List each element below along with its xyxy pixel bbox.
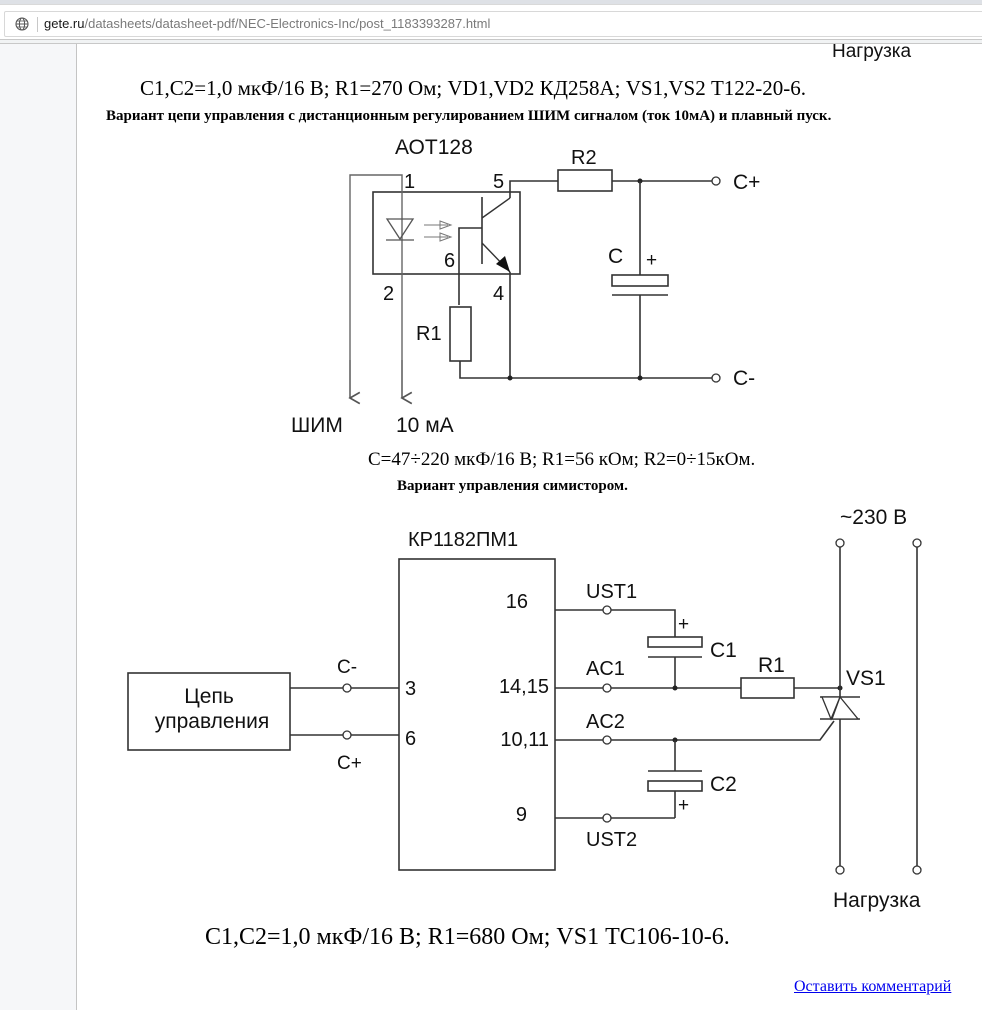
pin-5-label: 5 — [493, 171, 504, 193]
c1-plus-label: + — [678, 614, 689, 635]
ac1-terminal — [602, 683, 612, 693]
phototransistor-icon — [458, 197, 511, 305]
control-block-line2: управления — [155, 710, 270, 733]
section2-specs: C=47÷220 мкФ/16 В; R1=56 кОм; R2=0÷15кОм… — [368, 449, 756, 470]
page-content: C1,C2=1,0 мкФ/16 В; R1=270 Ом; VD1,VD2 К… — [77, 44, 982, 1010]
in-minus-label: C- — [337, 657, 357, 678]
section3-heading: Вариант управления симистором. — [397, 478, 628, 494]
mains-terminal-left — [835, 538, 845, 548]
ic-pin-3: 3 — [405, 678, 416, 700]
toolbar-divider — [0, 40, 982, 44]
pwm-label: ШИМ — [291, 414, 343, 437]
out-minus-terminal — [711, 373, 721, 383]
mains-terminal-right — [912, 538, 922, 548]
ust2-terminal — [602, 813, 612, 823]
capacitor-c — [611, 274, 669, 287]
in-plus-label: C+ — [337, 753, 362, 774]
cap-plus-label: + — [646, 250, 657, 271]
c2-plus-label: + — [678, 795, 689, 816]
control-circuit-block — [127, 672, 291, 751]
ac2-terminal — [602, 735, 612, 745]
capacitor-c1 — [647, 636, 703, 648]
out-plus-label: C+ — [733, 171, 760, 194]
pin-1-label: 1 — [404, 171, 415, 193]
schematics-figure: Нагрузка АОТ128 — [127, 44, 922, 912]
in-plus-terminal — [342, 730, 352, 740]
load-label: Нагрузка — [833, 889, 921, 912]
pwm-wires — [349, 174, 403, 398]
ac2-label: AC2 — [586, 711, 625, 733]
pin-4-label: 4 — [493, 283, 504, 305]
pin-6-label: 6 — [444, 250, 455, 272]
current-label: 10 мА — [396, 414, 454, 437]
load-terminal-left — [835, 865, 845, 875]
ic-pin-14-15: 14,15 — [499, 676, 549, 698]
section2-heading: Вариант цепи управления с дистанционным … — [106, 108, 832, 124]
out-plus-terminal — [711, 176, 721, 186]
leave-comment-link[interactable]: Оставить комментарий — [794, 978, 952, 995]
load-terminal-right — [912, 865, 922, 875]
url-separator — [37, 17, 38, 32]
left-sidebar — [0, 44, 77, 1010]
out-minus-label: C- — [733, 367, 755, 390]
ic-pin-16: 16 — [506, 591, 528, 613]
ic-label: КР1182ПМ1 — [408, 529, 518, 551]
ust1-label: UST1 — [586, 581, 637, 603]
section1-specs: C1,C2=1,0 мкФ/16 В; R1=270 Ом; VD1,VD2 К… — [140, 76, 807, 100]
top-load-label: Нагрузка — [832, 44, 912, 62]
cap-label: C — [608, 245, 623, 268]
section3-specs: C1,C2=1,0 мкФ/16 В; R1=680 Ом; VS1 ТС106… — [205, 924, 730, 950]
ic-pin-9: 9 — [516, 804, 527, 826]
browser-top-strip — [0, 0, 982, 4]
r2-label: R2 — [571, 147, 597, 169]
ic-body — [398, 558, 556, 871]
ust1-terminal — [602, 605, 612, 615]
optocoupler-label: АОТ128 — [395, 136, 473, 159]
led-icon — [385, 218, 453, 242]
c1-label: C1 — [710, 639, 737, 662]
triac-icon — [820, 695, 860, 721]
ac1-label: AC1 — [586, 658, 625, 680]
ic-pin-10-11: 10,11 — [500, 729, 549, 751]
c2-label: C2 — [710, 773, 737, 796]
schematic-optocoupler-pwm: АОТ128 1 — [291, 136, 760, 437]
r1-label: R1 — [416, 323, 442, 345]
ust2-label: UST2 — [586, 829, 637, 851]
pin-2-label: 2 — [383, 283, 394, 305]
url-field[interactable]: gete.ru/datasheets/datasheet-pdf/NEC-Ele… — [4, 11, 982, 37]
address-bar: gete.ru/datasheets/datasheet-pdf/NEC-Ele… — [0, 4, 982, 40]
control-block-line1: Цепь — [184, 685, 234, 708]
globe-icon — [15, 17, 29, 31]
in-minus-terminal — [342, 683, 352, 693]
url-path: /datasheets/datasheet-pdf/NEC-Electronic… — [84, 16, 491, 31]
ic-pin-6: 6 — [405, 728, 416, 750]
r1-resistor — [449, 306, 472, 362]
r2-resistor — [557, 169, 613, 192]
optocoupler-body — [372, 191, 521, 275]
r1-resistor-2 — [740, 677, 795, 699]
mains-label: ~230 В — [840, 506, 907, 529]
url-text[interactable]: gete.ru/datasheets/datasheet-pdf/NEC-Ele… — [44, 16, 490, 31]
url-domain: gete.ru — [44, 16, 85, 31]
capacitor-c2 — [647, 780, 703, 792]
schematic-triac-control: КР1182ПМ1 Цепь управления C- C+ 3 6 16 1… — [127, 506, 922, 912]
triac-label: VS1 — [846, 667, 886, 690]
r1-label-2: R1 — [758, 654, 785, 677]
